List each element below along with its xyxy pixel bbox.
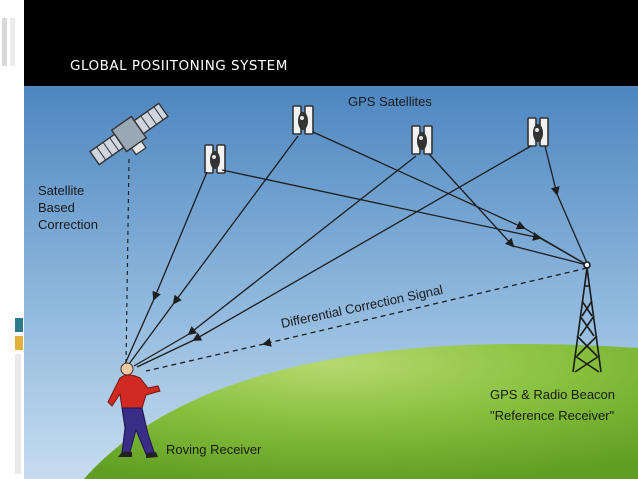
gps-diagram: GPS Satellites Satellite Based Correctio… [24,86,638,479]
beacon-label-line: GPS & Radio Beacon [490,387,615,402]
satellite-correction-line: Correction [38,217,98,232]
slide-title: GLOBAL POSIITONING SYSTEM [70,58,288,74]
differential-signal-line [262,267,588,347]
radio-tower-icon [572,261,602,373]
person-icon [107,362,161,458]
roving-receiver-label: Roving Receiver [166,442,262,457]
hill [84,343,638,479]
satellite-correction-line: Satellite [38,183,84,198]
signal-lines-reference [221,131,588,266]
differential-signal-line [145,343,265,372]
deco-bar [10,18,15,66]
beacon-label-line: "Reference Receiver" [490,408,615,423]
correction-link-line [125,158,130,365]
satellite-correction-label: Satellite Based Correction [38,183,98,232]
gps-satellites-label: GPS Satellites [348,94,432,109]
correction-satellite-icon [89,102,169,166]
satellite-correction-line: Based [38,200,75,215]
deco-bar [15,354,21,474]
deco-bar [2,18,7,66]
deco-bar [15,318,23,332]
signal-lines-rover [124,135,532,368]
deco-bar [15,336,23,350]
beacon-label: GPS & Radio Beacon "Reference Receiver" [490,387,619,423]
